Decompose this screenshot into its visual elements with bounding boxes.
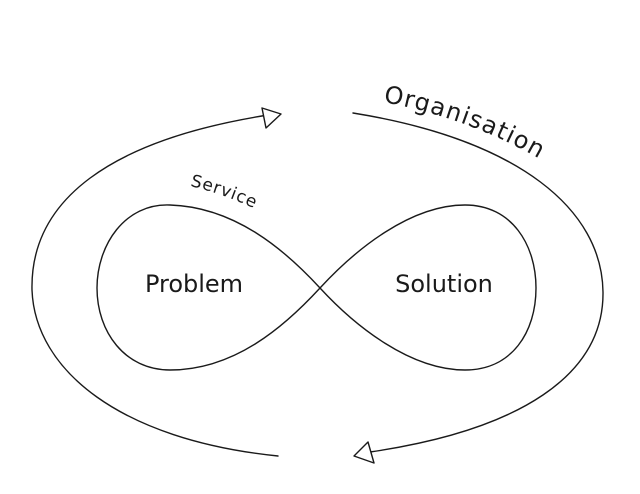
organisation-label: Organisation — [382, 80, 550, 164]
outer-right-arc — [352, 112, 604, 453]
organisation-label-text: Organisation — [382, 80, 551, 164]
solution-label: Solution — [395, 270, 493, 298]
service-label: Service — [189, 171, 260, 213]
arrowhead-bottom-icon — [353, 441, 375, 464]
service-label-text: Service — [189, 171, 261, 213]
arrowhead-top-icon — [261, 107, 282, 129]
outer-left-arc — [31, 114, 279, 457]
problem-label: Problem — [145, 270, 243, 298]
service-infinity-loop — [96, 204, 537, 371]
